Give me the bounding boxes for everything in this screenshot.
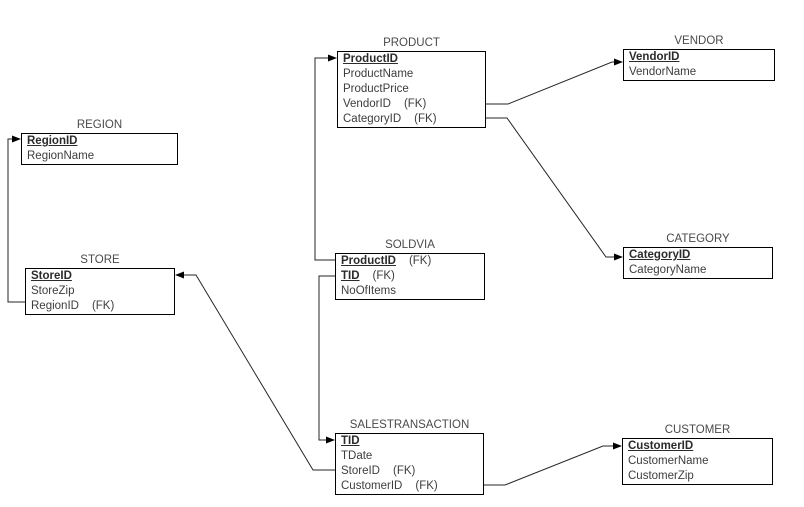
entity-title: SOLDVIA <box>385 239 435 251</box>
entity-box: ProductID ProductName ProductPrice Vendo… <box>337 51 486 128</box>
entity-title: SALESTRANSACTION <box>349 419 470 431</box>
attribute-row: TDate <box>336 449 483 464</box>
attribute-name: CategoryID <box>629 249 691 261</box>
attribute-name: CategoryID <box>343 113 402 125</box>
relationship-soldvia-product <box>314 54 337 261</box>
entity-box: ProductID (FK) TID (FK) NoOfItems <box>335 253 485 300</box>
fk-tag: (FK) <box>91 300 115 312</box>
attribute-name: CustomerZip <box>628 470 694 482</box>
attribute-name: StoreID <box>31 270 72 282</box>
attribute-row: StoreZip <box>26 284 174 299</box>
attribute-row: RegionName <box>22 149 177 164</box>
attribute-row: VendorName <box>624 65 774 80</box>
entity-title: REGION <box>76 119 123 131</box>
entity-title: PRODUCT <box>383 37 440 49</box>
entity-product[interactable]: PRODUCT ProductID ProductName ProductPri… <box>337 36 486 128</box>
entity-box: VendorID VendorName <box>623 49 775 81</box>
attribute-name: ProductName <box>343 68 414 80</box>
entity-box: RegionID RegionName <box>21 133 178 165</box>
fk-tag: (FK) <box>415 480 438 492</box>
attribute-name: RegionID <box>31 300 79 312</box>
attribute-row: CategoryName <box>624 263 772 278</box>
attribute-row: StoreID (FK) <box>336 464 483 479</box>
relationship-product-category <box>486 117 623 261</box>
attribute-name: NoOfItems <box>341 285 396 297</box>
attribute-row: VendorID (FK) <box>338 97 485 112</box>
entity-salestransaction[interactable]: SALESTRANSACTION TID TDate StoreID (FK) C… <box>335 418 484 495</box>
entity-box: CustomerID CustomerName CustomerZip <box>622 438 773 485</box>
fk-tag: (FK) <box>403 98 427 110</box>
entity-box: StoreID StoreZip RegionID (FK) <box>25 268 175 315</box>
entity-category[interactable]: CATEGORY CategoryID CategoryName <box>623 232 773 279</box>
entity-title: VENDOR <box>674 35 724 47</box>
attribute-name: ProductPrice <box>343 83 409 95</box>
attribute-row: CustomerID (FK) <box>336 479 483 494</box>
attribute-row: RegionID (FK) <box>26 299 174 314</box>
attribute-name: VendorID <box>343 98 391 110</box>
attribute-name: CustomerName <box>628 455 709 467</box>
attribute-row: CategoryID <box>624 248 772 263</box>
attribute-row: ProductName <box>338 67 485 82</box>
attribute-row: StoreID <box>26 269 174 284</box>
attribute-row: ProductPrice <box>338 82 485 97</box>
entity-title: STORE <box>80 254 120 266</box>
attribute-row: NoOfItems <box>336 284 484 299</box>
attribute-row: ProductID (FK) <box>336 254 484 269</box>
fk-tag: (FK) <box>408 255 432 267</box>
relationship-soldvia-salestransaction <box>318 275 335 444</box>
attribute-name: TID <box>341 270 360 282</box>
attribute-row: CategoryID (FK) <box>338 112 485 127</box>
fk-tag: (FK) <box>414 113 437 125</box>
attribute-name: CustomerID <box>628 440 694 452</box>
entity-vendor[interactable]: VENDOR VendorID VendorName <box>623 34 775 81</box>
attribute-name: CategoryName <box>629 264 707 276</box>
attribute-name: TDate <box>341 450 373 462</box>
relationship-salestransaction-store <box>175 271 335 471</box>
attribute-name: ProductID <box>343 53 398 65</box>
entity-soldvia[interactable]: SOLDVIA ProductID (FK) TID (FK) NoOfItems <box>335 238 485 300</box>
attribute-name: RegionName <box>27 150 95 162</box>
attribute-row: RegionID <box>22 134 177 149</box>
fk-tag: (FK) <box>372 270 395 282</box>
attribute-name: VendorID <box>629 51 680 63</box>
entity-region[interactable]: REGION RegionID RegionName <box>21 118 178 165</box>
attribute-name: VendorName <box>629 66 697 78</box>
relationship-store-region <box>7 135 25 303</box>
relationship-product-vendor <box>486 58 623 105</box>
entity-customer[interactable]: CUSTOMER CustomerID CustomerName Custome… <box>622 423 773 485</box>
entity-title: CUSTOMER <box>664 424 731 436</box>
attribute-row: TID (FK) <box>336 269 484 284</box>
entity-title: CATEGORY <box>666 233 730 245</box>
attribute-name: StoreID <box>341 465 380 477</box>
attribute-row: CustomerID <box>623 439 772 454</box>
attribute-row: ProductID <box>338 52 485 67</box>
attribute-name: StoreZip <box>31 285 75 297</box>
attribute-name: RegionID <box>27 135 78 147</box>
entity-store[interactable]: STORE StoreID StoreZip RegionID (FK) <box>25 253 175 315</box>
attribute-row: VendorID <box>624 50 774 65</box>
attribute-row: CustomerName <box>623 454 772 469</box>
fk-tag: (FK) <box>393 465 416 477</box>
relationship-salestransaction-customer <box>484 442 622 486</box>
attribute-name: ProductID <box>341 255 396 267</box>
attribute-name: TID <box>341 435 360 447</box>
attribute-row: CustomerZip <box>623 469 772 484</box>
entity-box: CategoryID CategoryName <box>623 247 773 279</box>
entity-box: TID TDate StoreID (FK) CustomerID (FK) <box>335 433 484 495</box>
attribute-row: TID <box>336 434 483 449</box>
attribute-name: CustomerID <box>341 480 403 492</box>
